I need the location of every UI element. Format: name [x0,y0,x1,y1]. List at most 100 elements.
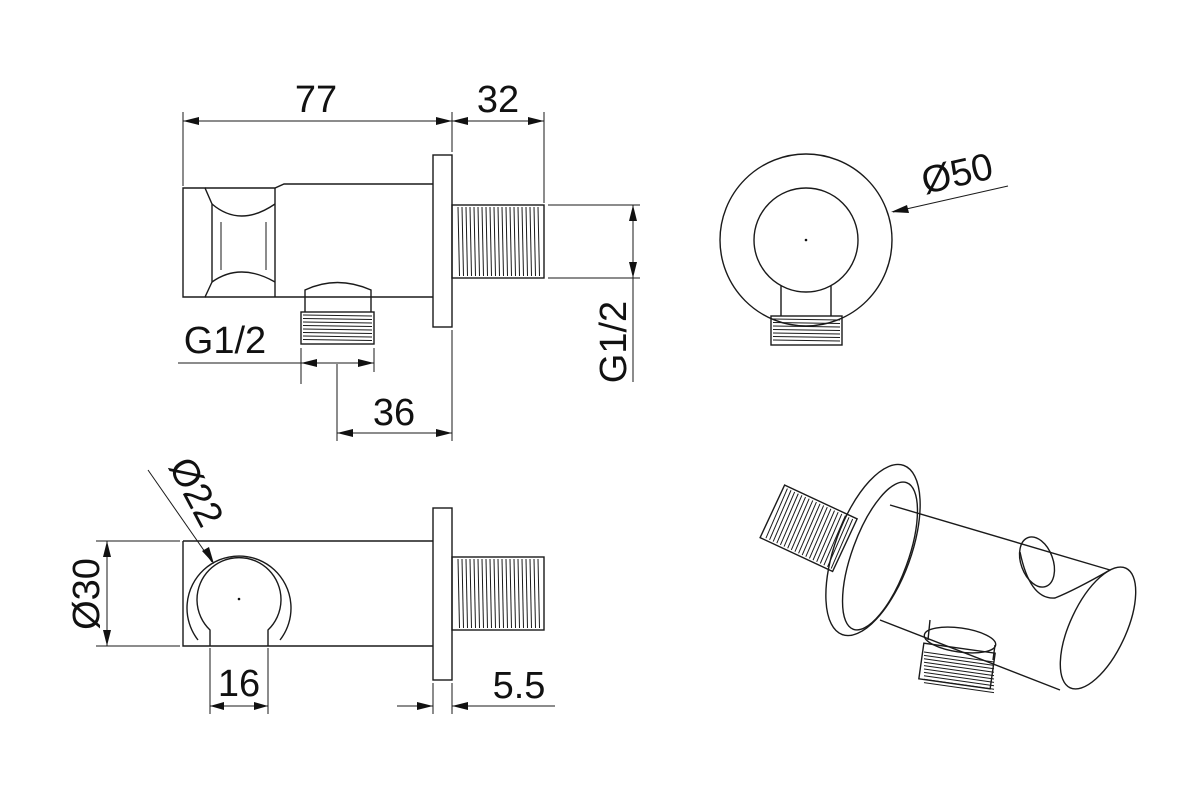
thread-line [521,206,524,277]
front-view [719,153,893,346]
thread-line [302,335,373,338]
thread-line [783,496,806,547]
iso-end-cap [1059,566,1137,690]
thread-line [469,206,472,277]
rear-thread [457,206,540,277]
thread-line [787,498,810,549]
thread-line [533,558,536,629]
side-view [182,154,545,345]
dimension-diameter-22: Ø22 [147,451,231,564]
thread-line [819,513,843,564]
thread-line [923,651,995,663]
thread-line [923,661,995,673]
thread-line [801,505,825,556]
top-view [182,507,545,681]
dimension-thread-outlet: G1/2 [178,320,375,384]
thread-line [302,321,373,324]
thread-line [509,206,512,277]
dimension-77-label: 77 [295,79,337,121]
dimension-thread-outlet-label: G1/2 [184,320,266,362]
holder-saddle-top [211,203,276,217]
outlet-neck-front [780,286,832,316]
thread-line [489,206,492,277]
thread-line [923,658,995,670]
body-circle [753,187,859,293]
thread-line [772,318,841,321]
thread-line [772,322,841,324]
thread-line [537,558,540,629]
thread-line [469,558,472,629]
iso-rear-thread [759,484,859,573]
thread-line [517,206,520,277]
thread-line [772,339,841,342]
thread-line [493,558,496,629]
dimension-5-5: 5.5 [397,665,555,714]
dimension-diameter-50: Ø50 [891,146,1009,213]
iso-body-top [889,504,1111,571]
cradle-inner [196,556,282,646]
dimension-diameter-30: Ø30 [66,540,180,647]
body-top-edge [205,183,433,189]
thread-line [497,206,500,277]
thread-line [461,206,464,277]
thread-line [513,206,516,277]
dimension-thread-rear: G1/2 [548,204,640,383]
thread-line [812,510,835,561]
dimension-diameter-30-label: Ø30 [66,558,108,630]
thread-line [521,558,524,629]
thread-line [465,206,468,277]
thread-line [517,558,520,629]
thread-line [457,206,460,277]
thread-line [533,206,536,277]
thread-line [798,503,821,554]
thread-line [765,488,788,539]
thread-line [525,206,528,277]
dimension-32: 32 [452,79,545,203]
thread-line [923,671,995,683]
thread-line [302,325,373,327]
dimension-diameter-50-label: Ø50 [918,146,997,203]
isometric-view [759,463,1137,694]
thread-line [501,206,504,277]
thread-line [779,495,803,546]
dimension-77: 77 [182,79,453,186]
thread-line [505,206,508,277]
outlet-thread [302,314,373,341]
thread-line [485,558,488,629]
outlet-thread-front [772,318,841,342]
thread-line [302,328,373,331]
thread-line [772,332,841,335]
thread-line [505,558,508,629]
thread-line [513,558,516,629]
top-body-outline [182,541,433,647]
cradle-outer [186,555,292,641]
dimension-diameter-22-label: Ø22 [160,451,231,534]
dimension-16-label: 16 [218,663,260,705]
thread-line [923,678,995,690]
thread-line [923,654,995,666]
flange-side [432,154,453,328]
thread-line [808,508,832,559]
thread-line [772,329,841,331]
thread-line [497,558,500,629]
thread-line [794,501,817,552]
holder-saddle-bottom [211,271,276,283]
thread-line [302,318,373,320]
thread-line [465,558,468,629]
thread-line [461,558,464,629]
thread-line [769,490,792,541]
thread-line [509,558,512,629]
dimension-16: 16 [209,648,269,714]
thread-line [830,518,854,569]
thread-line [473,558,476,629]
thread-line [805,506,828,557]
rear-thread-top-outline [451,556,545,631]
iso-flange [825,463,921,637]
outlet-thread-outline [300,311,375,345]
thread-line [776,493,799,544]
thread-line [493,206,496,277]
thread-line [772,325,841,328]
iso-cradle [1019,551,1111,599]
thread-line [529,206,532,277]
